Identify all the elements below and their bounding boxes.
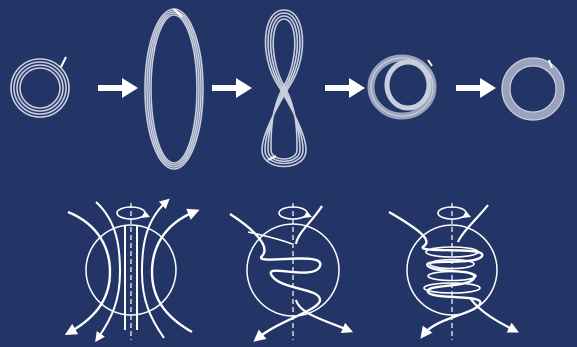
initial-flux-loop <box>11 57 69 117</box>
twisted-loop <box>262 10 306 167</box>
rotation-arrow-icon <box>438 207 471 219</box>
stretched-loop <box>145 9 203 169</box>
transition-arrow <box>212 78 252 98</box>
rotation-arrow-icon <box>279 207 312 219</box>
folded-loop <box>371 58 433 116</box>
dipole-field <box>68 202 194 340</box>
bottom-row <box>68 202 514 340</box>
top-row <box>11 9 564 169</box>
rotation-arrow-icon <box>117 207 150 219</box>
transition-arrow <box>325 78 365 98</box>
tightly-wound-field <box>389 203 514 340</box>
transition-arrow <box>456 78 496 98</box>
transition-arrow <box>98 78 138 98</box>
amplified-loop <box>502 58 564 120</box>
wound-field <box>230 203 348 340</box>
